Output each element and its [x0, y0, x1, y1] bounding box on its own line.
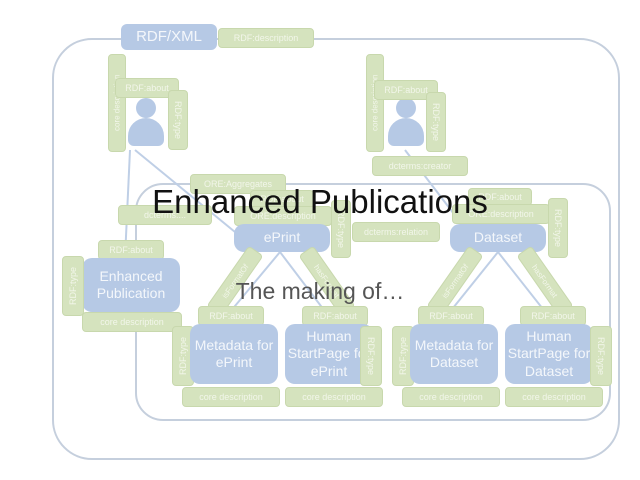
res4-node: Human StartPage for Dataset: [505, 324, 593, 384]
res2-node: Human StartPage for ePrint: [285, 324, 373, 384]
dcterms-relation-tag: dcterms:relation: [352, 222, 440, 242]
dataset-type-tag: RDF:type: [548, 198, 568, 258]
person1-type-tag: RDF:type: [168, 90, 188, 150]
person1-side-tag: core description: [108, 54, 126, 152]
res2-about-tag: RDF:about: [302, 306, 368, 326]
person2-side-tag: core description: [366, 54, 384, 152]
res2-type-tag: RDF:type: [360, 326, 382, 386]
res3-description-tag: core description: [402, 387, 500, 407]
rdf-description-tag: RDF:description: [218, 28, 314, 48]
enhanced-publication-node: Enhanced Publication: [82, 258, 180, 312]
ep-description-tag: core description: [82, 312, 182, 332]
res4-description-tag: core description: [505, 387, 603, 407]
person1-body-icon: [128, 118, 164, 146]
person2-type-tag: RDF:type: [426, 92, 446, 152]
eprint-type-tag: RDF:type: [331, 200, 351, 258]
res1-about-tag: RDF:about: [198, 306, 264, 326]
slide-title: Enhanced Publications: [152, 183, 488, 220]
dcterms-creator-tag: dcterms:creator: [372, 156, 468, 176]
outer-container-frame: [52, 38, 620, 460]
res4-about-tag: RDF:about: [520, 306, 586, 326]
res3-node: Metadata for Dataset: [410, 324, 498, 384]
person2-body-icon: [388, 118, 424, 146]
rdf-xml-container-label: RDF/XML: [121, 24, 217, 50]
link-person1-eprint: [134, 149, 236, 233]
res2-description-tag: core description: [285, 387, 383, 407]
ore-aggregates-tag: ORE:Aggregates: [190, 174, 286, 194]
res1-node: Metadata for ePrint: [190, 324, 278, 384]
person2-head-icon: [396, 98, 416, 118]
dcterms-left-tag: dcterms:...: [118, 205, 212, 225]
person1-head-icon: [136, 98, 156, 118]
person1-about-tag: RDF:about: [115, 78, 179, 98]
res1-description-tag: core description: [182, 387, 280, 407]
ep-about-tag: RDF:about: [98, 240, 164, 260]
person2-about-tag: RDF:about: [374, 80, 438, 100]
res4-type-tag: RDF:type: [590, 326, 612, 386]
res3-about-tag: RDF:about: [418, 306, 484, 326]
slide-subtitle: The making of…: [235, 278, 405, 304]
